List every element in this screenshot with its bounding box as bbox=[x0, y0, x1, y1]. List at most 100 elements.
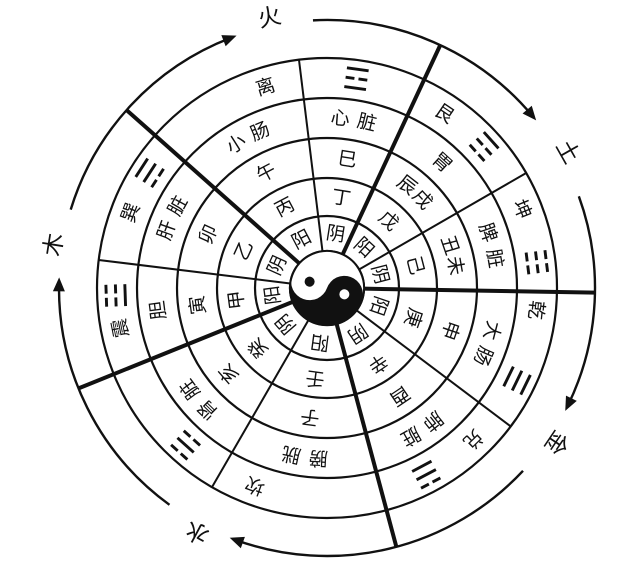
yin-yang-divider bbox=[358, 172, 527, 271]
arrowhead-icon bbox=[522, 105, 537, 121]
heavenly-stem-label-char: 辛 bbox=[364, 349, 392, 378]
organ-label-char: 肾 bbox=[193, 395, 222, 424]
element-divider-heavy bbox=[125, 108, 301, 265]
trigram-name-label-char: 坤 bbox=[508, 196, 536, 222]
trigram-name-label-char: 艮 bbox=[430, 99, 458, 128]
element-divider-heavy bbox=[334, 323, 399, 548]
earthly-branch-label: 申 bbox=[436, 318, 463, 343]
earthly-branch-label-char: 寅 bbox=[186, 294, 210, 316]
organ-label-char: 脏 bbox=[164, 192, 192, 219]
heavenly-stem-label-char: 癸 bbox=[244, 333, 273, 362]
yinyang-label: 阳 bbox=[288, 226, 315, 254]
yinyang-label-char: 阳 bbox=[288, 226, 315, 254]
heavenly-stem-label-char: 乙 bbox=[230, 237, 258, 263]
element-label-char: 金 bbox=[539, 426, 573, 460]
yin-yang-divider bbox=[355, 309, 512, 428]
yinyang-label: 阳 bbox=[261, 284, 285, 306]
earthly-branch-label: 子 bbox=[299, 405, 321, 429]
element-label: 水 bbox=[181, 515, 214, 549]
trigram-symbol-icon: ☵ bbox=[165, 422, 208, 466]
heavenly-stem-label-char: 甲 bbox=[225, 289, 249, 311]
earthly-branch-label-char: 申 bbox=[436, 318, 463, 343]
earthly-branch-label-char: 子 bbox=[299, 405, 321, 429]
yinyang-label: 阴 bbox=[324, 222, 346, 247]
heavenly-stem-label-char: 壬 bbox=[304, 366, 326, 390]
yinyang-label-char: 阳 bbox=[349, 233, 378, 262]
heavenly-stem-label: 甲 bbox=[225, 289, 249, 311]
ring-circle-5 bbox=[95, 56, 559, 520]
yinyang-label-char: 阳 bbox=[261, 284, 285, 306]
yinyang-label: 阴 bbox=[343, 319, 371, 348]
element-label: 木 bbox=[40, 231, 69, 258]
element-label-char: 水 bbox=[181, 515, 214, 549]
earthly-branch-label: 辰戌 bbox=[393, 171, 437, 214]
yinyang-label: 阳 bbox=[349, 233, 378, 262]
trigram-name-label: 兑 bbox=[458, 425, 487, 454]
yinyang-label: 阴 bbox=[271, 309, 300, 338]
organ-label-char: 脏 bbox=[176, 375, 205, 403]
organ-label-char: 脏 bbox=[482, 247, 507, 270]
organ-label-char: 肠 bbox=[469, 343, 497, 369]
yinyang-label-char: 阴 bbox=[271, 309, 300, 338]
organ-label-char: 肠 bbox=[247, 118, 273, 146]
heavenly-stem-label-char: 丁 bbox=[330, 186, 352, 211]
organ-label: 肾脏 bbox=[176, 375, 223, 424]
trigram-symbol-icon: ☶ bbox=[461, 126, 505, 169]
heavenly-stem-label: 庚 bbox=[400, 305, 427, 330]
organ-label-char: 膀 bbox=[308, 446, 328, 469]
cycle-arc bbox=[312, 18, 534, 117]
heavenly-stem-label: 辛 bbox=[364, 349, 392, 378]
organ-label: 脾脏 bbox=[474, 220, 507, 270]
organ-label-char: 小 bbox=[222, 130, 250, 159]
earthly-branch-label: 寅 bbox=[186, 294, 210, 316]
yin-yang-divider bbox=[211, 319, 310, 488]
heavenly-stem-label: 乙 bbox=[230, 237, 258, 263]
trigram-symbol-icon-char: ☶ bbox=[461, 126, 505, 169]
ring-circle-4 bbox=[135, 96, 519, 480]
earthly-branch-label-char: 丑 bbox=[436, 233, 463, 258]
yin-yang-divider bbox=[98, 258, 291, 285]
organ-label-char: 肺 bbox=[419, 406, 448, 435]
heavenly-stem-label-char: 庚 bbox=[400, 305, 427, 330]
organ-label-char: 脾 bbox=[474, 220, 501, 245]
taiji-yang-dot bbox=[339, 289, 350, 300]
organ-label: 膀胱 bbox=[280, 442, 328, 470]
heavenly-stem-label: 壬 bbox=[304, 366, 326, 390]
heavenly-stem-label-char: 戊 bbox=[374, 206, 403, 235]
yinyang-label-char: 阴 bbox=[324, 222, 346, 247]
element-divider-heavy bbox=[340, 44, 443, 256]
organ-label: 肺脏 bbox=[397, 406, 447, 450]
yinyang-label: 阴 bbox=[367, 262, 393, 286]
generating-cycle-arrows bbox=[52, 18, 597, 558]
trigram-name-label: 坤 bbox=[508, 196, 536, 222]
trigram-symbol-icon: ☲ bbox=[340, 61, 372, 99]
trigram-name-label: 震 bbox=[108, 317, 133, 340]
trigram-symbol-icon: ☷ bbox=[516, 247, 554, 278]
cycle-arc bbox=[566, 195, 597, 407]
heavenly-stem-label: 丙 bbox=[271, 193, 298, 221]
trigram-symbol-icon-char: ☲ bbox=[340, 61, 372, 99]
taiji-yin-half bbox=[290, 275, 363, 325]
earthly-branch-label-char: 巳 bbox=[336, 147, 358, 172]
organ-label-char: 胃 bbox=[427, 148, 456, 177]
yinyang-label-char: 阴 bbox=[263, 252, 291, 278]
heavenly-stem-label-char: 己 bbox=[402, 253, 428, 277]
organ-label-char: 脏 bbox=[355, 110, 379, 136]
organ-label-char: 脏 bbox=[397, 422, 424, 451]
trigram-symbol-icon-char: ☷ bbox=[516, 247, 554, 278]
yin-yang-divider bbox=[297, 59, 324, 252]
trigram-name-label-char: 乾 bbox=[524, 299, 548, 320]
element-label: 土 bbox=[550, 136, 584, 169]
earthly-branch-label: 酉 bbox=[386, 381, 414, 410]
earthly-branch-label: 巳 bbox=[336, 147, 358, 172]
trigram-name-label: 乾 bbox=[524, 299, 548, 320]
element-divider-heavy bbox=[77, 300, 294, 391]
trigram-name-label-char: 离 bbox=[253, 74, 278, 101]
yinyang-label-char: 阴 bbox=[367, 262, 393, 286]
organ-label-char: 肝 bbox=[153, 218, 180, 243]
earthly-branch-label-char: 亥 bbox=[214, 359, 243, 388]
trigram-name-label-char: 兑 bbox=[458, 425, 487, 454]
cycle-arc bbox=[69, 36, 232, 210]
cycle-arc bbox=[234, 469, 524, 558]
